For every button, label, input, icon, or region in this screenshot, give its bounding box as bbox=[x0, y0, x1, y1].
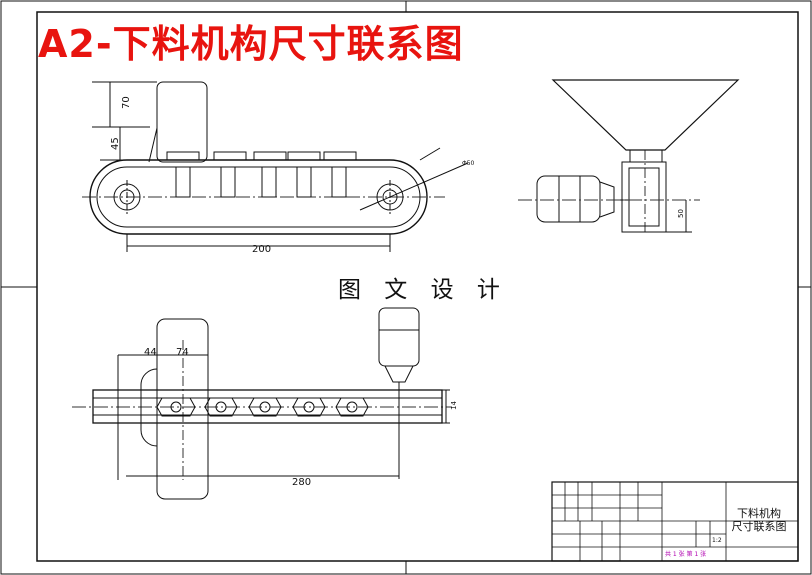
dim-280: 280 bbox=[292, 477, 311, 488]
dim-70: 70 bbox=[121, 96, 132, 109]
title-block-drawing-name: 下料机构 尺寸联系图 bbox=[726, 507, 792, 533]
drawing-title: A2-下料机构尺寸联系图 bbox=[38, 22, 464, 66]
side-view bbox=[518, 79, 740, 233]
front-view-dimension-text: 70 45 200 Φ50 bbox=[110, 96, 475, 255]
dim-phi: Φ50 bbox=[462, 160, 475, 167]
title-block-scale: 1:2 bbox=[712, 537, 722, 544]
dim-50: 50 bbox=[677, 209, 685, 218]
dim-14: 14 bbox=[450, 401, 458, 410]
dim-74: 74 bbox=[176, 347, 189, 358]
drawing-name-line1: 下料机构 bbox=[737, 507, 781, 520]
title-block-sheet-info: 共 1 张 第 1 张 bbox=[665, 550, 706, 558]
dim-45: 45 bbox=[110, 137, 121, 150]
title-block bbox=[551, 481, 799, 562]
dim-44: 44 bbox=[144, 347, 157, 358]
dim-200: 200 bbox=[252, 244, 271, 255]
watermark-text: 图 文 设 计 bbox=[338, 277, 508, 303]
drawing-name-line2: 尺寸联系图 bbox=[731, 520, 787, 533]
top-view-dimension-text: 44 74 280 14 bbox=[144, 347, 458, 488]
top-view bbox=[72, 307, 452, 500]
front-view bbox=[82, 81, 469, 252]
